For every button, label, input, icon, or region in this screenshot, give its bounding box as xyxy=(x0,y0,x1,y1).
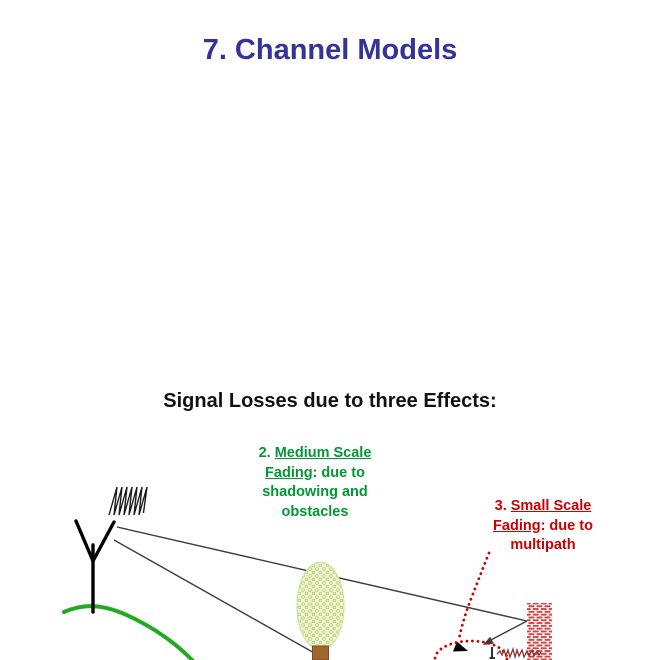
caption-small-number: 3. xyxy=(494,498,507,514)
caption-small-desc-2: multipath xyxy=(510,537,576,554)
reflected-path-arrowhead xyxy=(483,636,494,645)
direct-path-arrowhead xyxy=(453,641,468,652)
caption-small-name-1: Small Scale xyxy=(510,498,592,514)
tree-trunk-icon xyxy=(312,645,329,660)
caption-medium-name-1: Medium Scale xyxy=(274,445,372,461)
ground-path-ray xyxy=(113,539,329,660)
mobile-receiver-icon xyxy=(489,647,495,659)
reflected-path-ray-reflected xyxy=(488,620,528,642)
transmitted-wave-icon xyxy=(108,486,148,516)
received-multipath-wave-icon xyxy=(496,646,542,660)
tree-canopy-icon xyxy=(296,561,345,651)
caption-medium-name-2: Fading xyxy=(265,464,313,481)
multipath-highlight-circle xyxy=(433,639,509,660)
page-title: 7. Channel Models xyxy=(202,34,458,66)
caption-small-scale-fading: 3.Small Scale Fading: due to multipath xyxy=(448,497,638,556)
caption-medium-scale-fading: 2.Medium Scale Fading: due to shadowing … xyxy=(225,444,405,523)
caption-small-name-2: Fading xyxy=(493,517,541,534)
caption-medium-desc-inline: : due to xyxy=(312,464,365,481)
hill-terrain-line xyxy=(62,604,195,660)
caption-medium-desc-3: obstacles xyxy=(281,504,349,521)
caption-medium-number: 2. xyxy=(258,445,271,461)
caption-medium-desc-2: shadowing and xyxy=(262,484,368,501)
caption-small-desc-inline: : due to xyxy=(540,517,593,534)
base-station-antenna-icon xyxy=(74,519,116,614)
subtitle-signal-losses: Signal Losses due to three Effects: xyxy=(163,390,497,412)
multipath-pointer-dotted-line xyxy=(457,551,491,642)
direct-path-ray xyxy=(116,533,456,647)
